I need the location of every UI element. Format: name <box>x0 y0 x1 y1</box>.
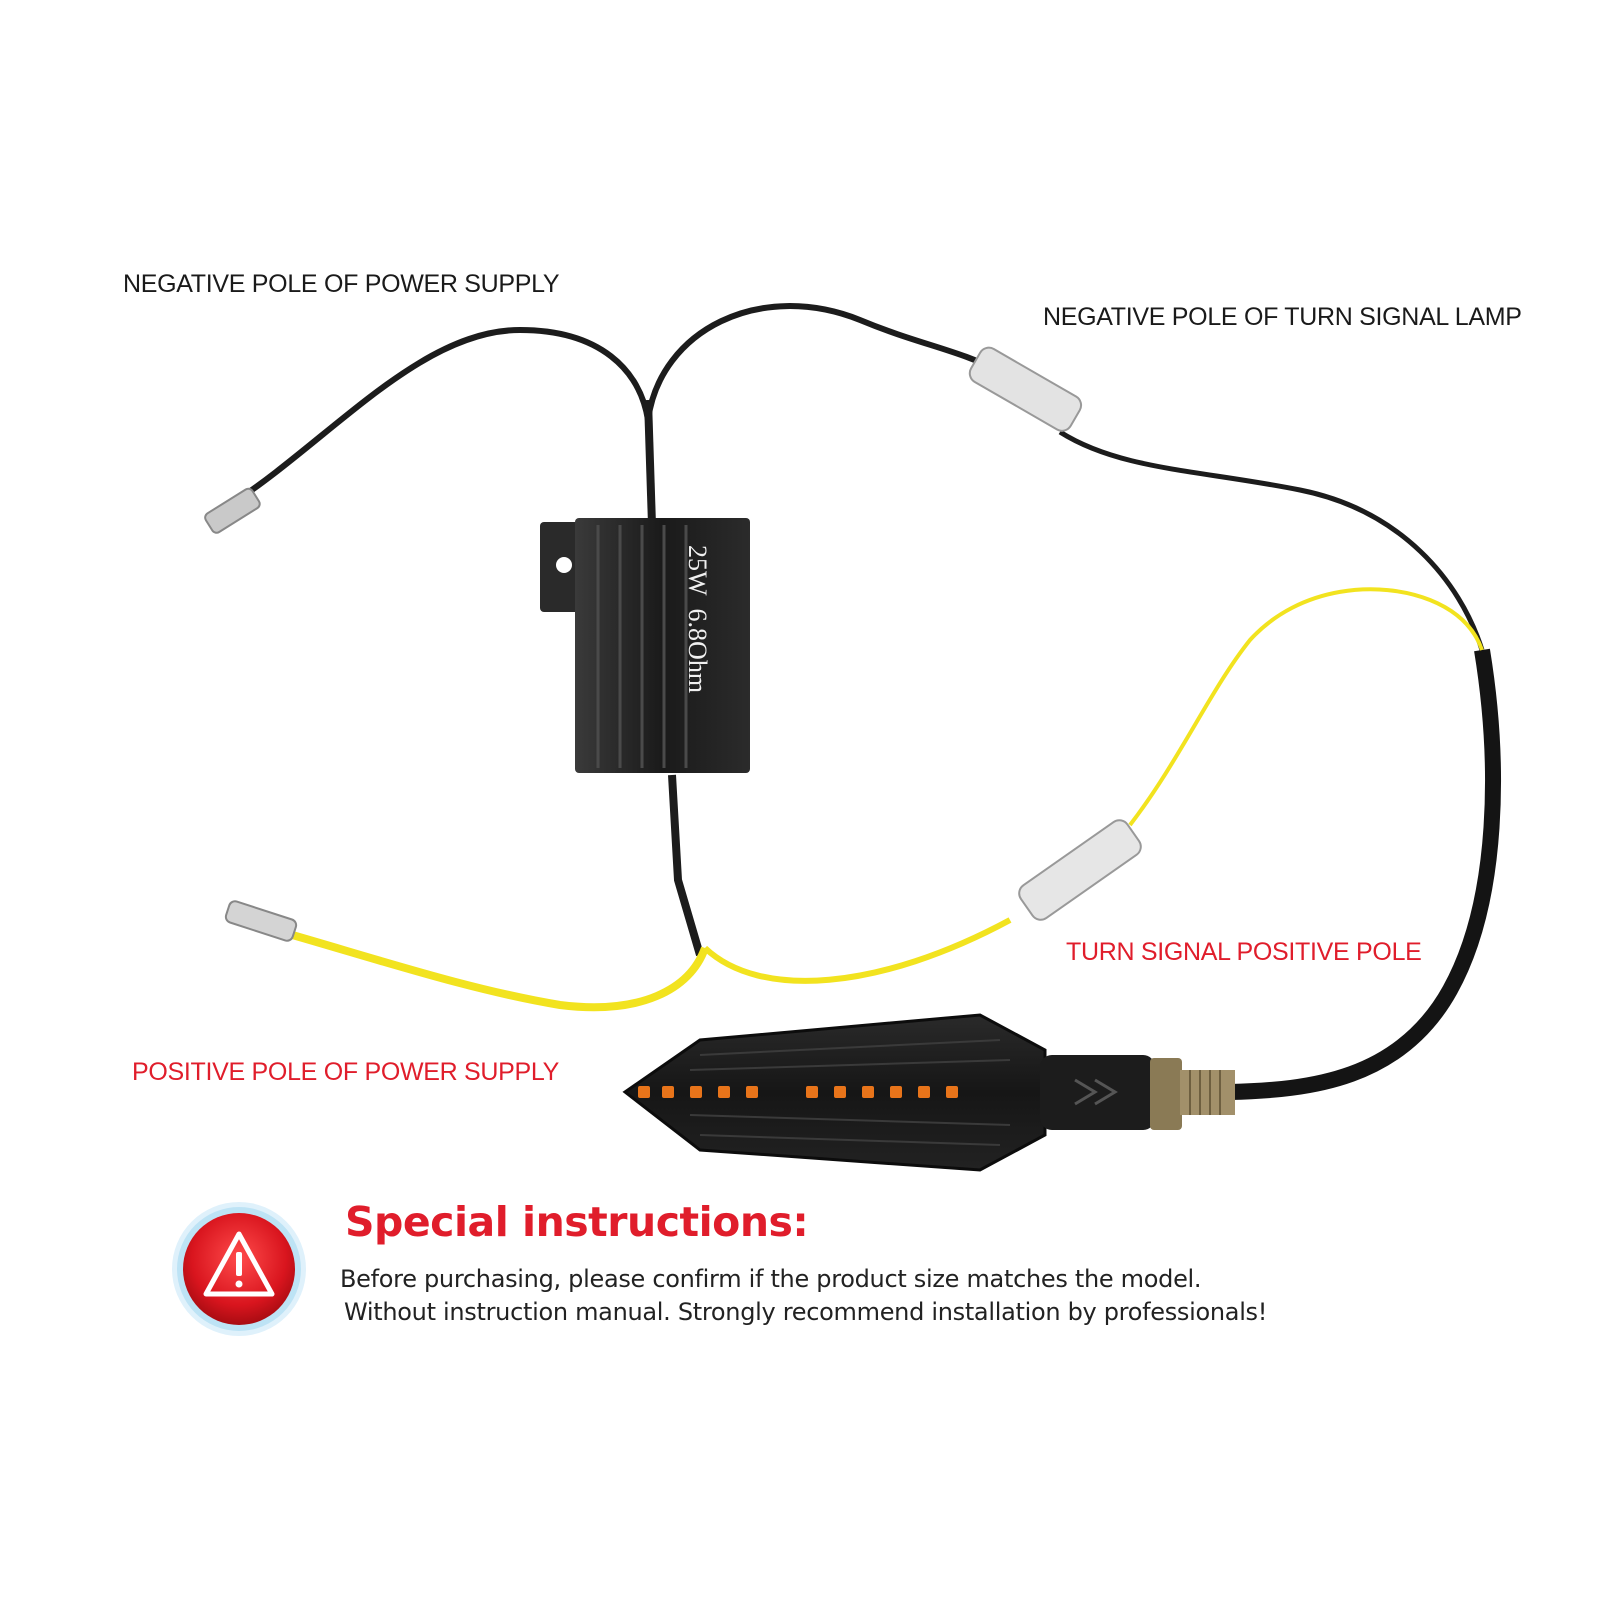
wire-negative-supply <box>228 326 651 508</box>
resistor-power: 25W <box>683 545 712 596</box>
resistor-rating: 25W 6.8Ohm <box>682 545 712 693</box>
wire-lamp-cable <box>1229 648 1501 1100</box>
label-negative-supply: NEGATIVE POLE OF POWER SUPPLY <box>123 270 560 298</box>
wire-yellow-loop <box>1128 587 1484 827</box>
wire-lamp-ground <box>1058 429 1485 651</box>
wire-negative-lamp <box>645 303 1002 421</box>
instructions-line-2: Without instruction manual. Strongly rec… <box>344 1298 1268 1326</box>
wire-resistor-top <box>644 399 656 526</box>
label-negative-lamp: NEGATIVE POLE OF TURN SIGNAL LAMP <box>1043 303 1522 331</box>
load-resistor <box>540 518 750 773</box>
turn-signal-lamp <box>622 1013 1235 1172</box>
connector-turn-positive <box>1018 819 1142 921</box>
wire-resistor-bottom <box>668 774 704 957</box>
warning-icon <box>172 1202 306 1336</box>
wire-turn-positive <box>702 917 1012 984</box>
connector-positive-supply <box>224 900 298 942</box>
label-positive-supply: POSITIVE POLE OF POWER SUPPLY <box>132 1058 560 1086</box>
connector-negative-supply <box>204 487 261 534</box>
label-turn-positive: TURN SIGNAL POSITIVE POLE <box>1066 938 1422 966</box>
resistor-resistance: 6.8Ohm <box>683 608 712 694</box>
wire-positive-supply <box>280 928 709 1012</box>
instructions-title: Special instructions: <box>345 1198 809 1246</box>
connector-negative-lamp <box>968 346 1083 432</box>
instructions-line-1: Before purchasing, please confirm if the… <box>340 1265 1202 1293</box>
